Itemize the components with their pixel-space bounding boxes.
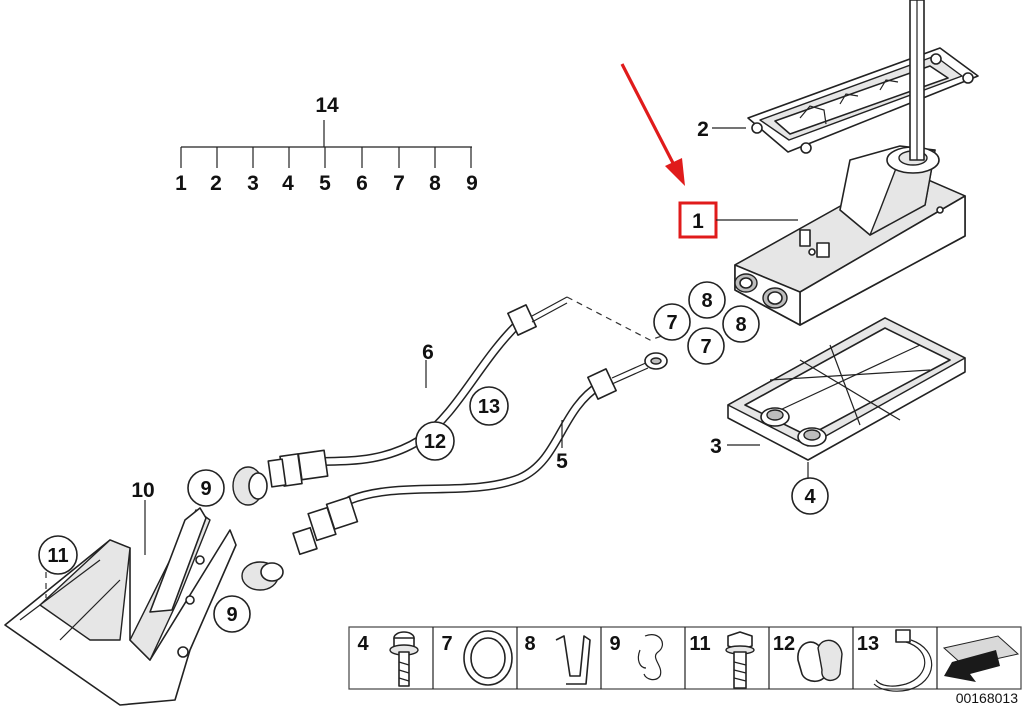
callout-13-circle (469, 386, 509, 426)
callout-4-circle (791, 477, 829, 515)
bracket-number[interactable]: 9 (466, 172, 478, 195)
bracket-number[interactable]: 4 (282, 172, 294, 195)
legend-label-13[interactable]: 13 (857, 633, 879, 655)
callout-9a-circle (187, 469, 225, 507)
part-9-grommet-lower (241, 561, 284, 591)
cable-tie-icon (873, 629, 933, 692)
callout-2[interactable]: 2 (697, 118, 709, 141)
callout-9b-circle (213, 595, 251, 633)
callout-3[interactable]: 3 (710, 435, 722, 458)
callout-1[interactable]: 1 (692, 210, 704, 233)
part-5-selector-cable (292, 352, 668, 556)
callout-6[interactable]: 6 (422, 341, 434, 364)
callout-7a-circle (653, 303, 691, 341)
sealing-ring-icon (463, 630, 513, 686)
callout-10[interactable]: 10 (131, 479, 154, 502)
legend-label-12[interactable]: 12 (773, 633, 795, 655)
callout-8b-circle (722, 305, 760, 343)
part-14-kit-bracket (180, 120, 472, 168)
callout-7b-circle (687, 327, 725, 365)
callout-9a[interactable]: 9 (200, 478, 211, 500)
callout-7a[interactable]: 7 (666, 312, 677, 334)
callout-13[interactable]: 13 (478, 396, 500, 418)
bracket-number[interactable]: 3 (247, 172, 259, 195)
part-3-base-plate (727, 317, 966, 461)
legend-label-8[interactable]: 8 (524, 633, 535, 655)
part-6-shift-cable (267, 296, 568, 488)
callout-9b[interactable]: 9 (226, 604, 237, 626)
highlight-arrow (620, 63, 685, 186)
bracket-number[interactable]: 7 (393, 172, 405, 195)
part-2-gasket (747, 47, 979, 154)
callout-12-circle (415, 421, 455, 461)
bracket-number[interactable]: 2 (210, 172, 222, 195)
callout-5[interactable]: 5 (556, 450, 568, 473)
legend-label-11[interactable]: 11 (689, 633, 710, 655)
callout-8a-circle (688, 281, 726, 319)
legend-label-7[interactable]: 7 (441, 633, 452, 655)
part-1-shifter-housing (734, 145, 966, 326)
callout-8b[interactable]: 8 (735, 314, 746, 336)
callout-4[interactable]: 4 (804, 486, 816, 508)
callout-11-circle (38, 535, 78, 575)
screw-icon (389, 631, 419, 687)
callout-12[interactable]: 12 (424, 431, 446, 453)
legend-label-4[interactable]: 4 (357, 633, 369, 655)
part-9-grommet-upper (232, 466, 268, 506)
bracket-number[interactable]: 6 (356, 172, 368, 195)
callout-7b[interactable]: 7 (700, 336, 711, 358)
callout-14[interactable]: 14 (315, 94, 339, 117)
bracket-number[interactable]: 8 (429, 172, 441, 195)
diagram-code: 00168013 (956, 690, 1019, 706)
part-10-transmission-bracket (4, 507, 237, 706)
cable-holder-icon (797, 639, 843, 683)
callout-11[interactable]: 11 (47, 545, 68, 567)
bracket-number[interactable]: 5 (319, 172, 331, 195)
wire-clip-icon (637, 634, 663, 681)
callout-8a[interactable]: 8 (701, 290, 712, 312)
view-direction-arrow-icon (942, 635, 1020, 682)
clip-icon (555, 635, 591, 685)
bracket-number[interactable]: 1 (175, 172, 187, 195)
shift-lever-rod (909, 0, 925, 161)
bolt-icon (725, 631, 755, 689)
legend-label-9[interactable]: 9 (609, 633, 620, 655)
